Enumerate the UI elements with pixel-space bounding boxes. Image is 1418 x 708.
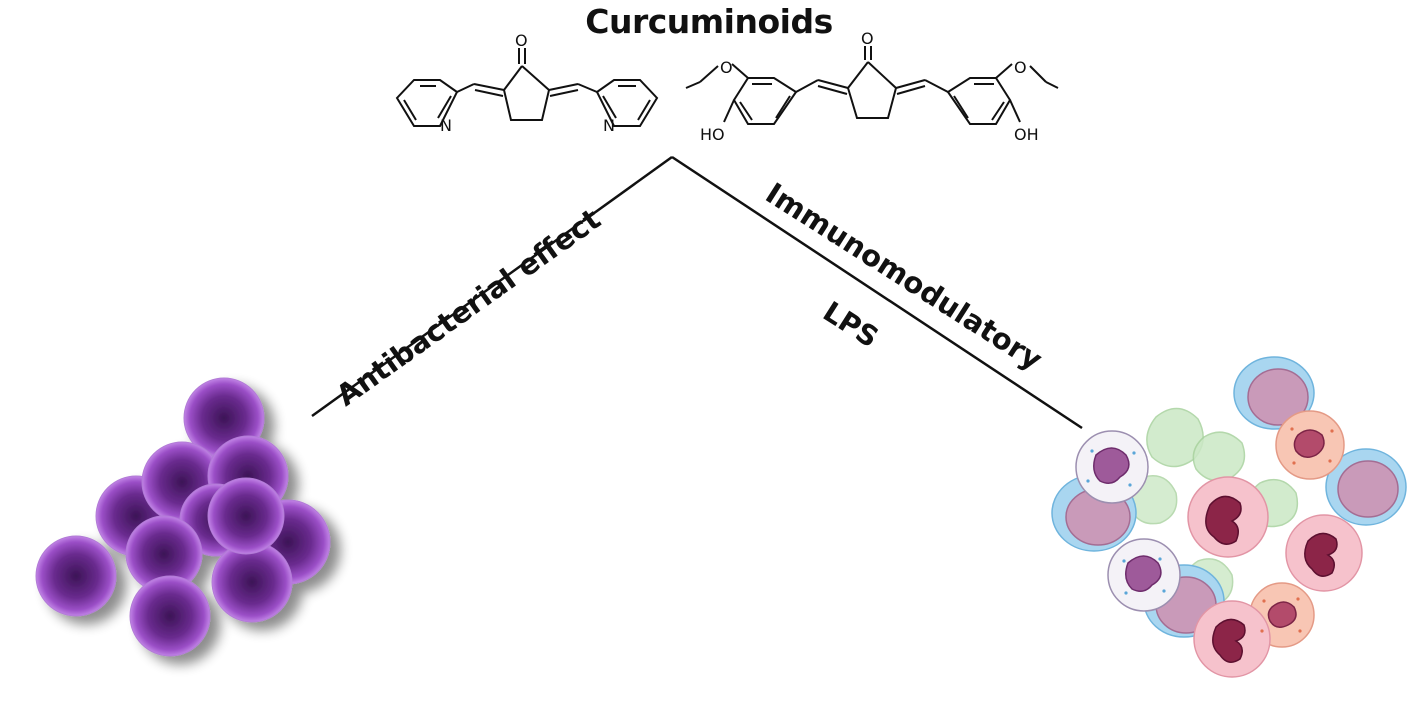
diagram-title: Curcuminoids [585, 2, 833, 41]
methoxy-oxygen-left-label: O [720, 58, 733, 77]
pyridine-n-left-label: N [440, 116, 452, 135]
ketone-oxygen-label: O [515, 31, 528, 50]
left-branch-line [311, 155, 673, 418]
vanillyl-curcuminoid-structure [685, 46, 1059, 125]
hydroxyl-left-label: HO [700, 125, 725, 144]
bacteria-cluster-illustration [35, 377, 331, 657]
methoxy-oxygen-right-label: O [1014, 58, 1027, 77]
pyridine-n-right-label: N [603, 116, 615, 135]
hydroxyl-right-label: OH [1014, 125, 1039, 144]
immune-cells-illustration [1051, 356, 1407, 678]
ketone-oxygen-label-2: O [861, 29, 874, 48]
right-branch-line [671, 155, 1083, 430]
pyridine-curcuminoid-structure [395, 48, 659, 127]
